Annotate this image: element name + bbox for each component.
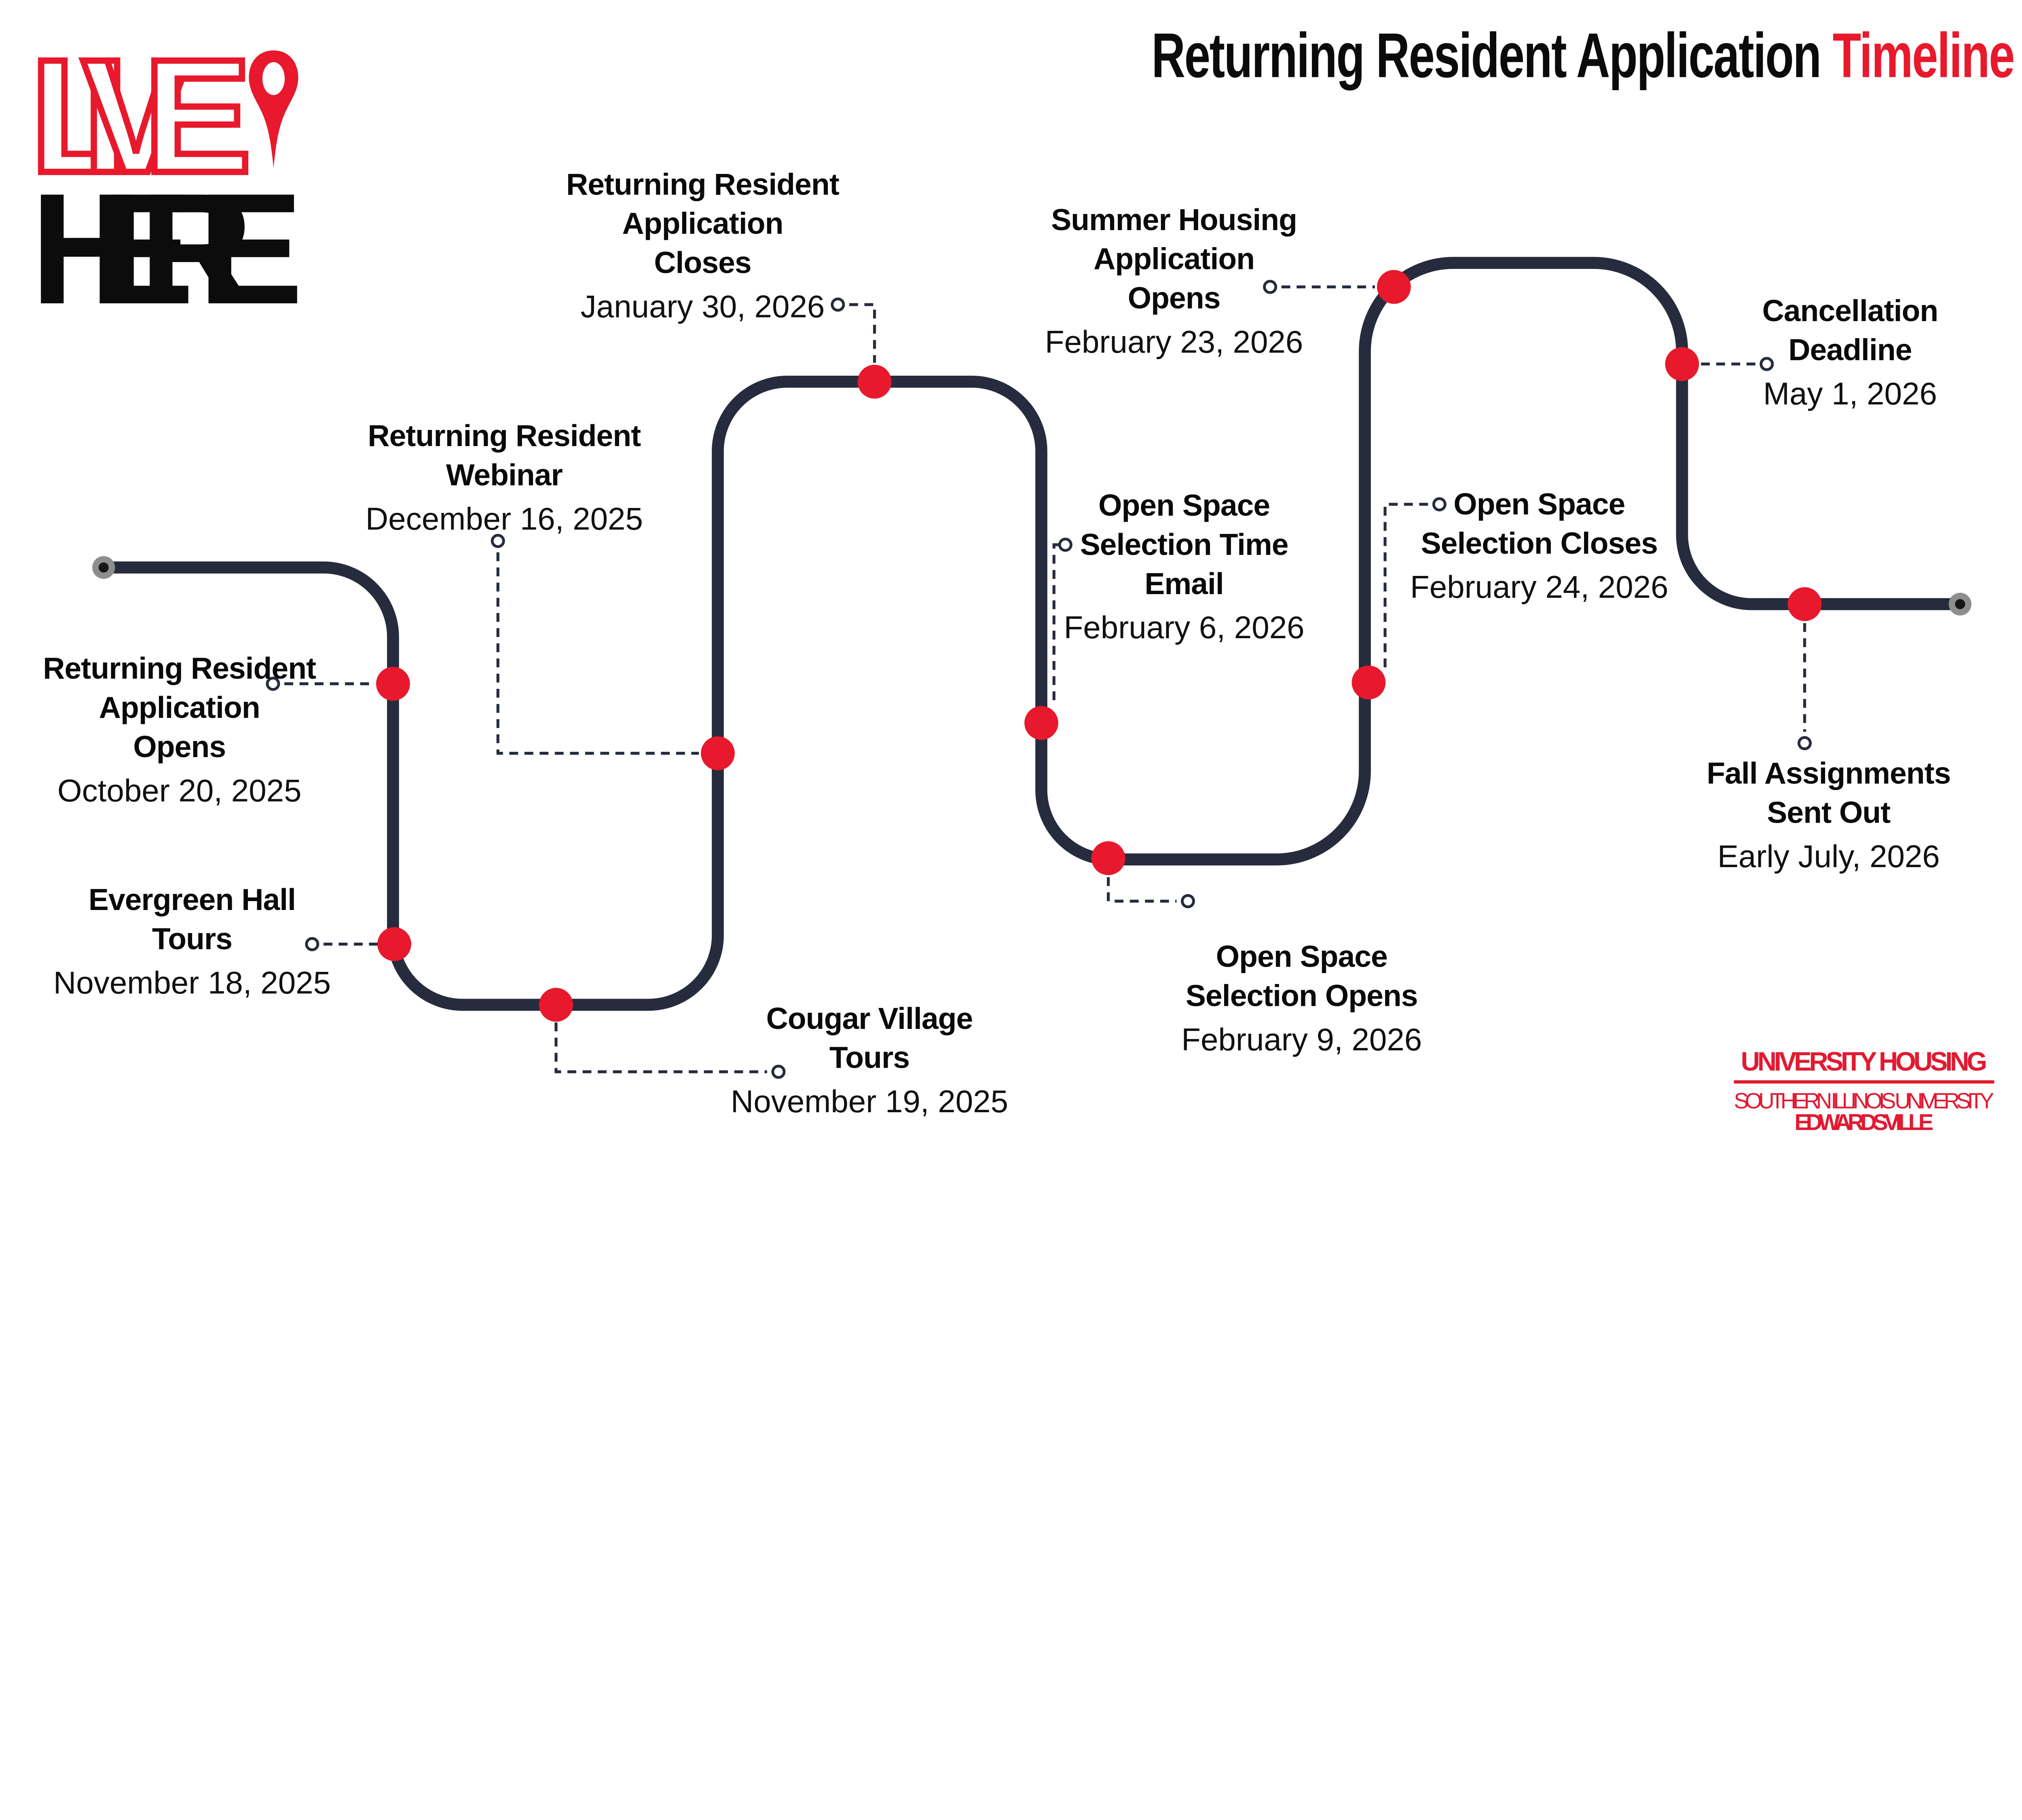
- timeline-path: [104, 257, 1960, 1011]
- event-label-selection-closes: Open Space Selection Closes February 24,…: [1375, 485, 1704, 608]
- event-date: November 18, 2025: [53, 965, 331, 1001]
- event-dot-selection-closes: [1352, 665, 1386, 700]
- event-label-evergreen-tours: Evergreen Hall Tours November 18, 2025: [28, 881, 357, 1003]
- event-date: Early July, 2026: [1717, 839, 1940, 875]
- brand-department: UNIVERSITY HOUSING: [1741, 1047, 1987, 1076]
- event-date: May 1, 2026: [1763, 377, 1937, 412]
- event-label-selection-opens: Open Space Selection Opens February 9, 2…: [1138, 938, 1466, 1060]
- event-label-cancellation-deadline: Cancellation Deadline May 1, 2026: [1686, 292, 2015, 415]
- event-label-webinar: Returning Resident Webinar December 16, …: [340, 417, 669, 540]
- leader-line-selection-time-email: [1052, 543, 1059, 705]
- event-title-line: Deadline: [1788, 334, 1912, 368]
- event-title-line: Open Space: [1453, 488, 1625, 522]
- leader-circle-fall-assignments: [1798, 736, 1812, 750]
- event-date: December 16, 2025: [365, 502, 643, 538]
- leader-circle-application-closes: [831, 297, 845, 312]
- leader-circle-application-opens: [266, 677, 280, 691]
- leader-circle-webinar: [491, 534, 505, 548]
- event-title-line: Webinar: [446, 459, 563, 493]
- event-title-line: Returning Resident: [566, 168, 840, 202]
- event-title-line: Email: [1144, 567, 1224, 602]
- event-title-line: Selection Opens: [1185, 979, 1418, 1014]
- event-date: January 30, 2026: [580, 289, 825, 325]
- page-title: Returning Resident Application Timeline: [1151, 20, 2015, 91]
- event-date: November 19, 2025: [730, 1084, 1009, 1120]
- event-dot-selection-time-email: [1024, 706, 1058, 740]
- event-label-selection-time-email: Open Space Selection Time Email February…: [1020, 487, 1349, 648]
- event-label-cougar-tours: Cougar Village Tours November 19, 2025: [705, 1000, 1034, 1122]
- live-here-logo: LIVE HERE: [30, 22, 303, 319]
- event-date: February 9, 2026: [1181, 1022, 1422, 1058]
- event-dot-evergreen-tours: [377, 927, 411, 961]
- event-title-line: Returning Resident: [368, 419, 641, 454]
- leader-circle-cancellation-deadline: [1760, 357, 1774, 371]
- event-dot-fall-assignments: [1787, 587, 1822, 621]
- brand-university: SOUTHERN ILLINOIS UNIVERSITY: [1734, 1088, 1995, 1113]
- page-title-accent: Timeline: [1832, 20, 2015, 91]
- event-dot-cancellation-deadline: [1665, 347, 1699, 381]
- event-title-line: Sent Out: [1767, 796, 1891, 831]
- location-pin-icon: [249, 50, 298, 168]
- event-title-line: Returning Resident: [43, 652, 316, 686]
- page-title-main: Returning Resident Application: [1151, 20, 1821, 91]
- leader-circle-selection-time-email: [1058, 538, 1072, 552]
- event-label-summer-housing-opens: Summer Housing Application Opens Februar…: [1010, 201, 1339, 363]
- event-dot-webinar: [701, 736, 735, 770]
- event-title-line: Cougar Village: [766, 1002, 973, 1037]
- leader-circle-selection-opens: [1181, 894, 1195, 908]
- event-dot-application-closes: [857, 364, 892, 399]
- leader-circle-selection-closes: [1432, 497, 1447, 512]
- event-title-line: Open Space: [1098, 489, 1270, 523]
- logo-here-wordmark: HERE: [30, 160, 303, 319]
- event-title-line: Opens: [133, 730, 226, 765]
- event-title-line: Closes: [654, 246, 751, 281]
- logo-live-wordmark: LIVE: [30, 25, 252, 206]
- event-dot-selection-opens: [1091, 841, 1125, 875]
- event-label-application-opens: Returning Resident Application Opens Oct…: [15, 650, 344, 811]
- leader-line-webinar: [496, 552, 699, 755]
- leader-circle-cougar-tours: [771, 1064, 786, 1079]
- event-title-line: Selection Closes: [1421, 527, 1658, 561]
- event-title-line: Summer Housing: [1051, 203, 1297, 238]
- end-cap-center: [1955, 599, 1965, 609]
- start-cap-center: [98, 562, 109, 573]
- leader-circle-summer-housing-opens: [1263, 279, 1277, 294]
- event-title-line: Opens: [1127, 281, 1221, 316]
- leader-line-application-closes: [849, 303, 876, 363]
- leader-line-cougar-tours: [554, 1022, 767, 1073]
- event-dot-cougar-tours: [539, 988, 573, 1022]
- event-title-line: Selection Time: [1080, 528, 1289, 563]
- infographic-canvas: LIVE HERE Returning Resident Application…: [15, 20, 2015, 1135]
- event-label-application-closes: Returning Resident Application Closes Ja…: [538, 165, 867, 327]
- university-branding: UNIVERSITY HOUSING SOUTHERN ILLINOIS UNI…: [1734, 1047, 1995, 1135]
- event-title-line: Fall Assignments: [1707, 757, 1951, 791]
- event-date: February 24, 2026: [1410, 570, 1669, 605]
- event-title-line: Application: [1093, 243, 1255, 277]
- event-date: February 6, 2026: [1064, 610, 1305, 646]
- leader-circle-evergreen-tours: [305, 937, 319, 951]
- event-title-line: Tours: [152, 923, 233, 957]
- event-label-fall-assignments: Fall Assignments Sent Out Early July, 20…: [1665, 755, 1993, 877]
- leader-line-selection-closes: [1383, 503, 1428, 673]
- leader-line-selection-opens: [1107, 877, 1177, 903]
- event-dot-application-opens: [376, 667, 410, 701]
- timeline-track: [92, 257, 1971, 1079]
- event-title-line: Application: [622, 207, 783, 241]
- event-date: February 23, 2026: [1045, 325, 1303, 360]
- event-date: October 20, 2025: [57, 773, 302, 809]
- event-title-line: Open Space: [1216, 940, 1388, 975]
- event-title-line: Application: [99, 691, 260, 726]
- event-title-line: Cancellation: [1762, 294, 1939, 329]
- event-dot-summer-housing-opens: [1377, 270, 1411, 304]
- event-title-line: Tours: [829, 1041, 910, 1076]
- brand-campus: EDWARDSVILLE: [1795, 1109, 1934, 1135]
- event-title-line: Evergreen Hall: [88, 883, 296, 918]
